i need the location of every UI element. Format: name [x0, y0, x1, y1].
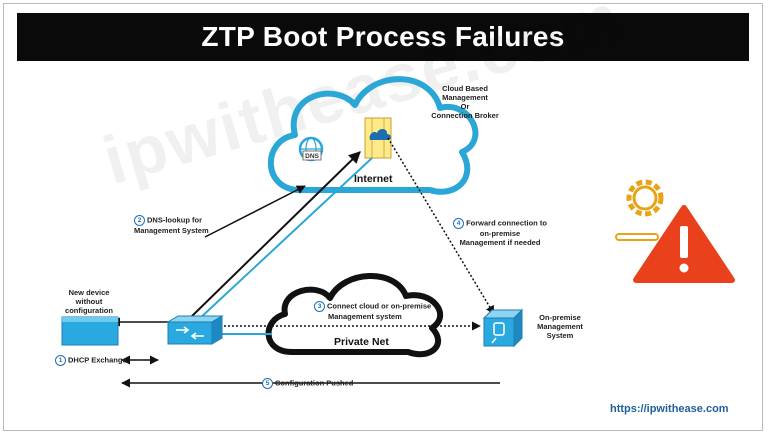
- new-device-icon: [61, 316, 119, 346]
- onprem-server-icon: [482, 308, 524, 348]
- new-device-label: New device without configuration: [65, 288, 113, 315]
- step2-pointer: [204, 185, 306, 238]
- page-title: ZTP Boot Process Failures: [17, 13, 749, 61]
- internet-cloud: [267, 76, 479, 195]
- cloud-server-icon: [364, 117, 392, 159]
- globe-dns-icon: [298, 136, 324, 162]
- cloud-management-label: Cloud Based Management Or Connection Bro…: [431, 84, 499, 120]
- private-cloud: [265, 273, 444, 358]
- dns-text: DNS: [305, 153, 319, 160]
- internet-label: Internet: [354, 173, 393, 185]
- warning-gear-icon: [615, 179, 735, 283]
- private-net-label: Private Net: [334, 336, 389, 348]
- footer-link[interactable]: https://ipwithease.com: [610, 403, 729, 415]
- switch-broker-link: [197, 157, 373, 321]
- onprem-label: On-premise Management System: [537, 313, 583, 340]
- dns-lookup-line: [189, 151, 361, 319]
- network-switch-icon: [166, 315, 224, 345]
